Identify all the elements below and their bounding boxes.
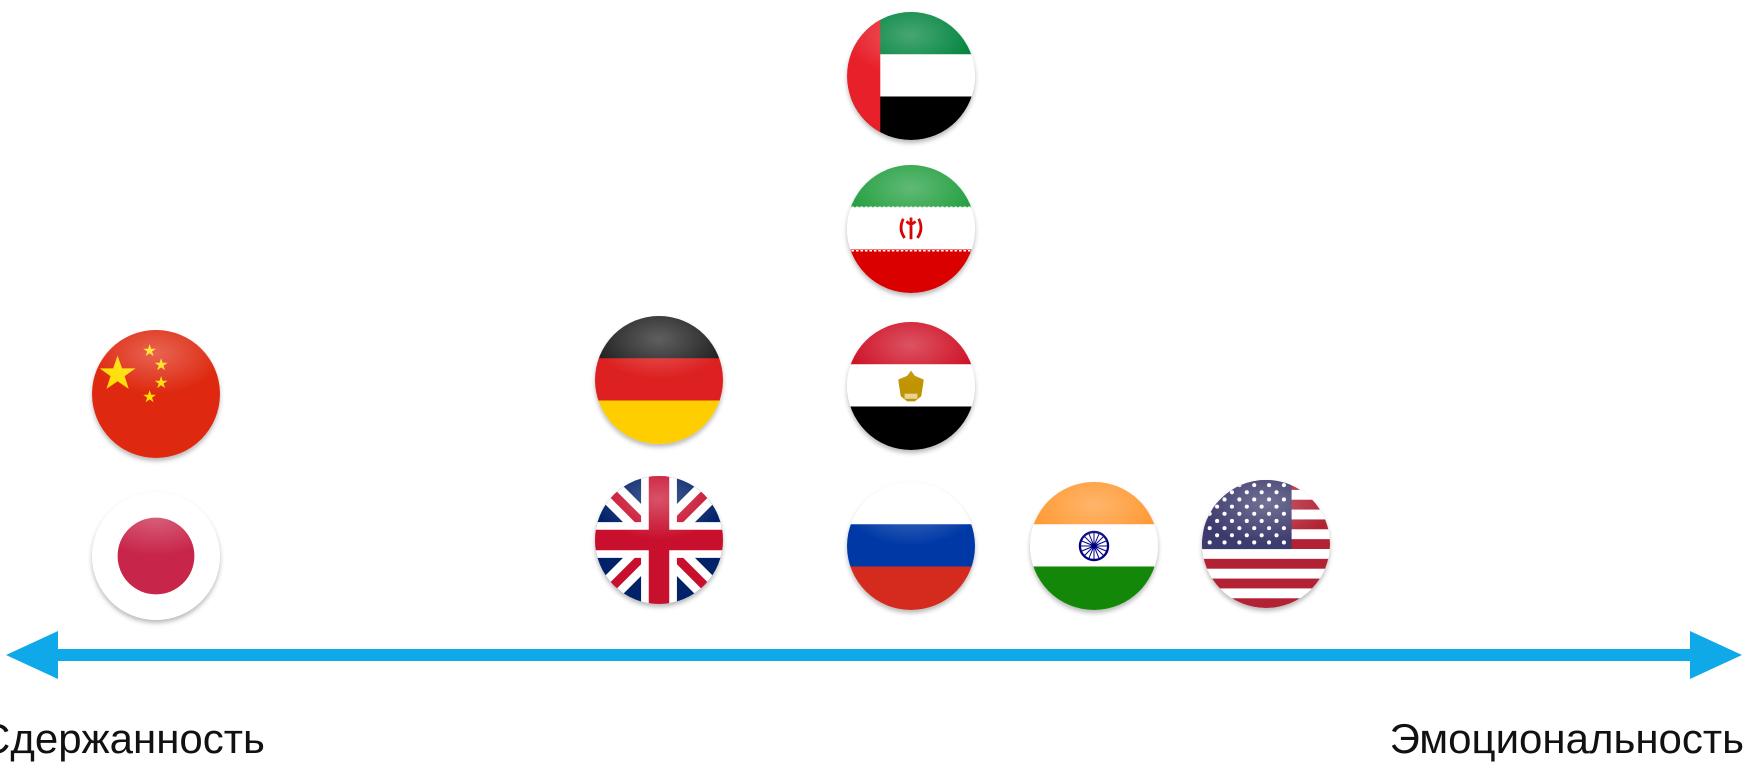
usa-flag-icon <box>1202 480 1330 608</box>
axis-arrow <box>6 631 1742 679</box>
uae-flag-icon <box>847 12 975 140</box>
iran-flag-icon <box>847 165 975 293</box>
japan-flag-icon <box>92 492 220 620</box>
india-flag-icon <box>1030 482 1158 610</box>
china-flag-icon <box>92 330 220 458</box>
russia-flag-icon <box>847 482 975 610</box>
uk-flag-icon <box>595 476 723 604</box>
germany-flag-icon <box>595 316 723 444</box>
axis-label-left: Сдержанность <box>0 715 265 762</box>
egypt-flag-icon <box>847 322 975 450</box>
axis-label-right: Эмоциональность <box>1389 715 1744 762</box>
